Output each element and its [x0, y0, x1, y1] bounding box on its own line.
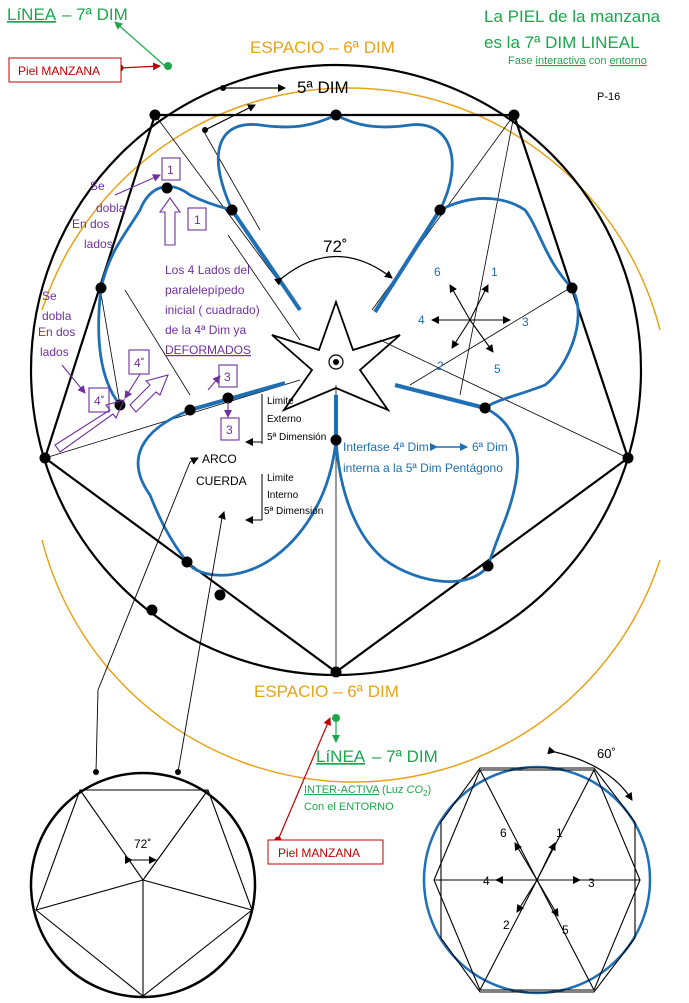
box-3a: 3: [224, 370, 231, 384]
center-point: [333, 359, 339, 365]
outer-pentagon: [43, 113, 630, 674]
dir-hex-6: 6: [500, 826, 507, 840]
space-arc-bottom: [41, 539, 661, 783]
purple-marks: [54, 157, 240, 453]
dir-main-3: 3: [522, 315, 529, 329]
blue-petal-top: [216, 113, 454, 211]
fase-line: Fase interactiva con entorno: [508, 55, 647, 67]
linea-top-label: LíNEA: [7, 5, 57, 24]
blue-inner-segments: [189, 208, 486, 440]
cuerda-label: CUERDA: [196, 474, 247, 488]
dir-hex-1: 1: [556, 826, 563, 840]
piel-box-top: [8, 57, 122, 83]
limite-ext-1: Limite: [267, 396, 294, 407]
en-dos-1: En dos: [72, 217, 109, 231]
dir-main-6: 6: [434, 265, 441, 279]
vertex-dots: [39, 109, 634, 678]
page-number: P-16: [597, 91, 620, 103]
green-dot-top: [164, 62, 172, 70]
linea-top-suffix: – 7ª DIM: [62, 5, 128, 24]
dashed-line: [513, 114, 629, 459]
blue-petal-bottom-right: [334, 406, 519, 583]
dir-hex-3: 3: [588, 876, 595, 890]
angle-60: 60˚: [597, 746, 616, 761]
piel-title-line2: es la 7ª DIM LINEAL: [484, 33, 640, 52]
dir-main-2: 2: [437, 359, 444, 373]
los4-line4: de la 4ª Dim ya: [165, 323, 246, 337]
angle-72-small: 72˚: [134, 837, 151, 851]
thin-lines: [44, 114, 629, 672]
limite-ext-3: 5ª Dimensión: [267, 432, 326, 443]
espacio-top-label: ESPACIO – 6ª DIM: [250, 38, 395, 57]
connector-dot-2: [175, 769, 181, 775]
space-arc-top: [41, 87, 661, 331]
limite-int-3: 5ª Dimensión: [264, 506, 323, 517]
piel-manzana-bottom: Piel MANZANA: [278, 846, 360, 860]
limite-brackets: [245, 394, 263, 524]
quinta-dim-arrow-2: [204, 104, 256, 131]
interfase-line1b: 6ª Dim: [472, 440, 508, 454]
angle-arc-60: [547, 746, 633, 801]
quinta-dim-dot-2: [202, 127, 208, 133]
dir-main-5: 5: [494, 362, 501, 376]
dir-main-1: 1: [491, 265, 498, 279]
en-dos-2: En dos: [38, 325, 75, 339]
red-arrow-top: [119, 62, 161, 71]
piel-box-bottom: [267, 839, 384, 865]
linea-bottom-suffix: – 7ª DIM: [372, 747, 438, 766]
quinta-dim-dot-1: [220, 85, 226, 91]
se-2: Se: [42, 289, 57, 303]
quinta-dim-label: 5ª DIM: [297, 78, 349, 97]
arco-label: ARCO: [202, 452, 237, 466]
lados-1: lados: [84, 237, 113, 251]
los4-line5: DEFORMADOS: [165, 343, 251, 357]
interfase-line2: interna a la 5ª Dim Pentágono: [343, 461, 503, 475]
limite-int-1: Limite: [267, 473, 294, 484]
linea-bottom-label: LíNEA: [316, 747, 366, 766]
small-pentagon-circle: [29, 771, 257, 999]
center-star: [271, 299, 401, 413]
limite-ext-2: Externo: [267, 414, 302, 425]
box-3b: 3: [226, 423, 233, 437]
green-dot-bottom: [332, 714, 340, 722]
box-1b: 1: [194, 213, 201, 227]
angle-arc-72: [274, 255, 393, 286]
green-arrow-top: [114, 21, 166, 67]
los4-line3: inicial ( cuadrado): [165, 303, 260, 317]
direction-arrows-hex: [495, 842, 581, 917]
box-1a: 1: [167, 163, 174, 177]
se-dobla-1a: Se: [90, 179, 105, 193]
angle-72-main: 72˚: [323, 237, 348, 256]
box-4b: 4˚: [94, 394, 105, 408]
dir-hex-2: 2: [503, 918, 510, 932]
blue-petal-left: [97, 185, 233, 406]
connector-dot-1: [93, 769, 99, 775]
red-arrow-bottom: [277, 717, 331, 841]
se-dobla-1b: dobla: [96, 201, 126, 215]
con-entorno: Con el ENTORNO: [304, 801, 394, 813]
dobla-2: dobla: [42, 309, 72, 323]
small-pentagon: [35, 789, 253, 997]
piel-title-line1: La PIEL de la manzana: [484, 7, 661, 26]
lados-2: lados: [40, 345, 69, 359]
interfase-line1: Interfase 4ª Dim: [343, 440, 429, 454]
dir-hex-4: 4: [483, 874, 490, 888]
limite-int-2: Interno: [267, 490, 299, 501]
los4-line2: paralelepípedo: [165, 283, 245, 297]
connector-lines: [95, 457, 226, 773]
piel-manzana-top: Piel MANZANA: [18, 64, 100, 78]
los4-line1: Los 4 Lados del: [165, 263, 250, 277]
hexagon-circle: [422, 765, 652, 995]
interactiva-line: INTER-ACTIVA (Luz CO2): [304, 784, 431, 798]
dir-main-4: 4: [418, 313, 425, 327]
dir-hex-5: 5: [562, 923, 569, 937]
box-4a: 4˚: [134, 356, 145, 370]
espacio-bottom-label: ESPACIO – 6ª DIM: [254, 682, 399, 701]
direction-arrows-main: [431, 284, 511, 353]
